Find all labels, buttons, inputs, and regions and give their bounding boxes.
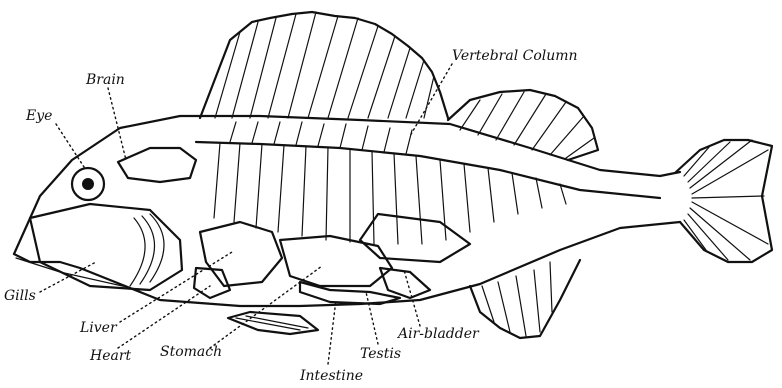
- label-eye: Eye: [25, 108, 52, 124]
- label-gills: Gills: [4, 288, 36, 304]
- label-air-bladder: Air-bladder: [396, 326, 480, 342]
- label-stomach: Stomach: [160, 344, 222, 360]
- testis-leader: [366, 292, 378, 344]
- label-testis: Testis: [360, 346, 401, 362]
- soft-dorsal-fin: [448, 90, 598, 160]
- head-region: [30, 148, 196, 290]
- heart-shape: [194, 268, 230, 298]
- fish-body: [14, 116, 680, 306]
- caudal-fin: [676, 140, 772, 262]
- liver-shape: [200, 222, 282, 286]
- gill-region: [30, 204, 182, 290]
- eye-leader: [56, 124, 86, 170]
- stomach-shape: [280, 236, 392, 286]
- spiny-dorsal-fin: [200, 12, 448, 118]
- anal-fin: [470, 260, 580, 338]
- intestine-leader: [328, 300, 336, 364]
- label-vertebral-column: Vertebral Column: [452, 48, 578, 64]
- brain-leader: [108, 88, 126, 160]
- label-liver: Liver: [79, 320, 118, 336]
- internal-organs: [194, 214, 470, 304]
- label-intestine: Intestine: [299, 368, 363, 384]
- label-heart: Heart: [89, 348, 132, 364]
- label-brain: Brain: [85, 72, 125, 88]
- vertebral-column-leader: [410, 64, 452, 136]
- pelvic-fin: [228, 312, 318, 334]
- brain-shape: [118, 148, 196, 182]
- liver-leader: [120, 252, 232, 322]
- air-bladder-shape: [360, 214, 470, 262]
